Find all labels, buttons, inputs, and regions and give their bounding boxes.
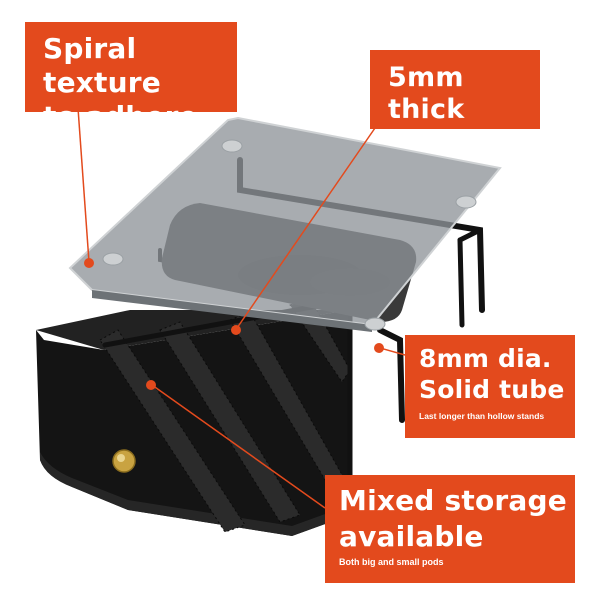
spiral-texture-callout: Spiral texture to adhere xyxy=(25,22,237,133)
mixed-storage-callout: Mixed storage available Both big and sma… xyxy=(325,475,575,583)
callout-subtitle: Both big and small pods xyxy=(339,557,444,567)
marker-dots xyxy=(84,258,384,390)
callout-title: 5mm thick xyxy=(388,62,465,125)
callout-title: 8mm dia. xyxy=(419,344,552,373)
drawer-knob xyxy=(112,449,136,473)
pod-rails xyxy=(99,297,351,533)
callout-title: Mixed storage xyxy=(339,484,567,517)
glass-top xyxy=(68,116,502,332)
callout-title: available xyxy=(339,520,484,553)
leader-lines xyxy=(77,107,406,509)
glass-standoffs xyxy=(102,139,477,331)
callout-title: Spiral texture xyxy=(43,32,161,99)
callout-title: to adhere xyxy=(43,100,198,133)
callout-title: Solid tube xyxy=(419,375,565,404)
glass-thickness-callout: 5mm thick Tempered glass for safety xyxy=(370,50,540,140)
solid-tube-callout: 8mm dia. Solid tube Last longer than hol… xyxy=(405,335,575,438)
callout-subtitle: Last longer than hollow stands xyxy=(419,411,545,421)
callout-subtitle: Tempered glass for safety xyxy=(390,130,501,140)
